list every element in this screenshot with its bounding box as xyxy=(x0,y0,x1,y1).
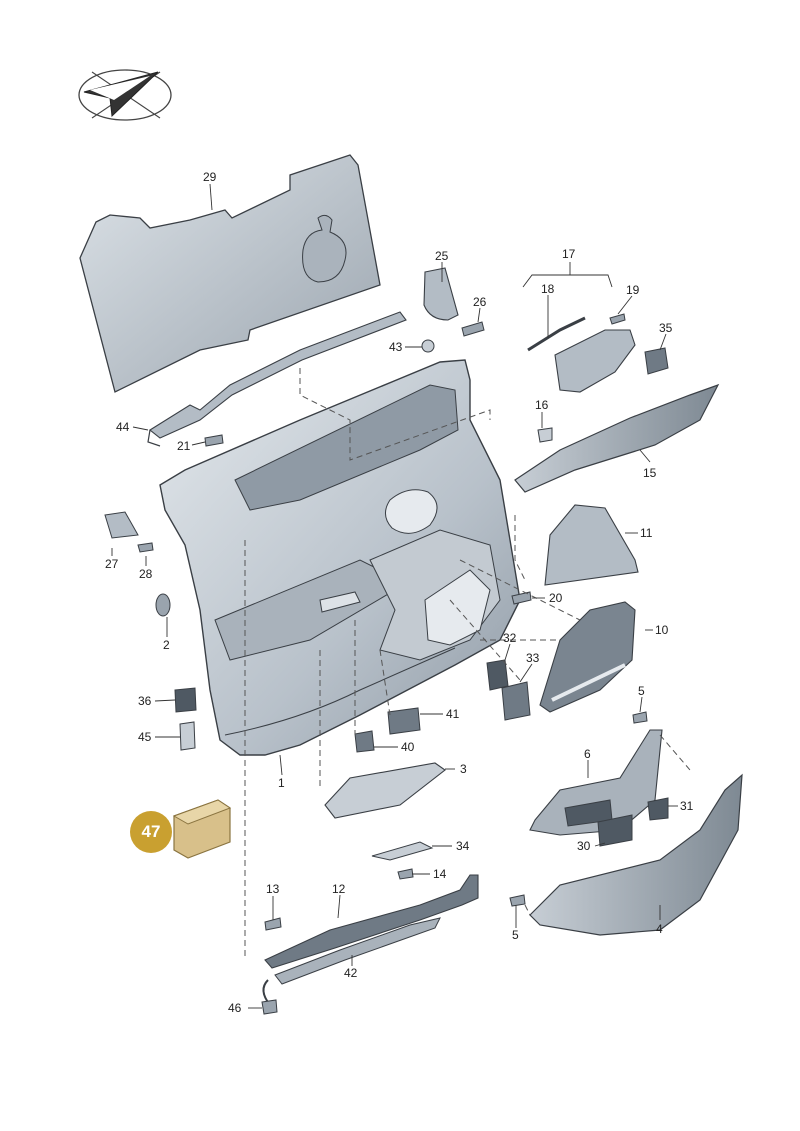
leader-lines xyxy=(111,183,678,1009)
callout-18: 18 xyxy=(541,282,555,296)
callout-19: 19 xyxy=(626,283,640,297)
part-42-trim-strip xyxy=(274,917,441,985)
callout-17: 17 xyxy=(562,247,576,261)
callout-32: 32 xyxy=(503,631,517,645)
callout-41: 41 xyxy=(446,707,460,721)
highlight-badge-47: 47 xyxy=(130,811,172,853)
callout-12: 12 xyxy=(332,882,346,896)
part-6-switch-panel xyxy=(529,729,663,836)
callout-33: 33 xyxy=(526,651,540,665)
callout-29: 29 xyxy=(203,170,217,184)
callout-14: 14 xyxy=(433,867,447,881)
part-35-lock-button xyxy=(644,347,669,375)
part-16-clip xyxy=(537,427,553,443)
logo-symbol-icon xyxy=(78,69,172,121)
part-28-screw xyxy=(137,542,154,553)
callout-1: 1 xyxy=(278,776,285,790)
callout-25: 25 xyxy=(435,249,449,263)
part-33-switch xyxy=(501,681,531,721)
part-13-screw xyxy=(264,917,282,931)
part-26-screw xyxy=(461,321,485,337)
part-29-insulation-panel xyxy=(79,154,381,393)
callout-34: 34 xyxy=(456,839,470,853)
part-5-screw-lower xyxy=(509,894,526,907)
part-36-switch xyxy=(174,687,197,713)
part-2-plug xyxy=(155,593,171,617)
callout-16: 16 xyxy=(535,398,549,412)
part-45-cover xyxy=(179,721,196,751)
callout-5-upper: 5 xyxy=(638,684,645,698)
part-4-lower-trim xyxy=(529,773,743,936)
callout-3: 3 xyxy=(460,762,467,776)
callout-43: 43 xyxy=(389,340,403,354)
part-30-switch xyxy=(597,814,633,847)
part-1-door-trim-panel xyxy=(159,359,521,756)
callout-30: 30 xyxy=(577,839,591,853)
callout-26: 26 xyxy=(473,295,487,309)
callout-35: 35 xyxy=(659,321,673,335)
callout-31: 31 xyxy=(680,799,694,813)
part-34-handle-bracket xyxy=(371,841,434,861)
callout-28: 28 xyxy=(139,567,153,581)
part-21-screw xyxy=(204,434,224,447)
part-25-tweeter-cover xyxy=(423,267,459,321)
callout-11: 11 xyxy=(640,526,653,540)
part-15-trim-strip xyxy=(514,383,720,493)
callout-2: 2 xyxy=(163,638,170,652)
callout-27: 27 xyxy=(105,557,119,571)
part-47-control-module xyxy=(172,799,232,859)
callout-44: 44 xyxy=(116,420,130,434)
part-41-lamp xyxy=(387,707,421,735)
callout-10: 10 xyxy=(655,623,669,637)
part-46-cable xyxy=(261,979,278,1015)
callout-42: 42 xyxy=(344,966,358,980)
callout-46: 46 xyxy=(228,1001,242,1015)
part-40-lamp xyxy=(354,730,375,753)
callout-21: 21 xyxy=(177,439,191,453)
part-27-bracket xyxy=(104,511,139,539)
part-32-switch xyxy=(486,659,509,691)
dashed-guide-lines xyxy=(244,368,691,958)
part-12-trim-strip xyxy=(264,874,479,969)
callout-13: 13 xyxy=(266,882,280,896)
callout-15: 15 xyxy=(643,466,657,480)
callout-36: 36 xyxy=(138,694,152,708)
part-14-screw xyxy=(397,868,414,880)
part-5-screw-upper xyxy=(632,711,648,724)
callout-6: 6 xyxy=(584,747,591,761)
part-3-armrest xyxy=(324,762,446,819)
callout-45: 45 xyxy=(138,730,152,744)
part-19-screw xyxy=(609,313,626,325)
part-43-clip xyxy=(421,339,435,353)
part-18-door-handle xyxy=(527,316,636,393)
part-11-speaker-cover xyxy=(544,504,639,586)
callout-5-lower: 5 xyxy=(512,928,519,942)
part-44-cable-strip xyxy=(147,311,407,447)
part-10-speaker-grille xyxy=(539,601,636,713)
part-31-switch xyxy=(647,797,669,821)
callout-40: 40 xyxy=(401,740,415,754)
callout-4: 4 xyxy=(656,922,663,936)
callout-20: 20 xyxy=(549,591,563,605)
part-20-screw xyxy=(511,591,532,605)
